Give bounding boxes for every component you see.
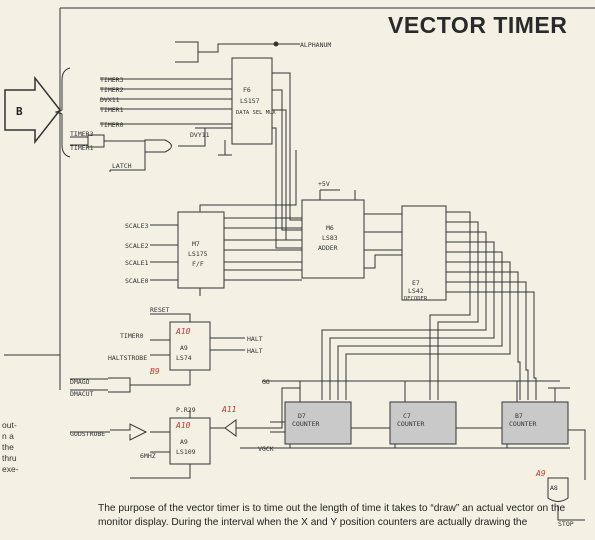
m7-ref: M7 — [192, 240, 200, 248]
latch-input-1: TIMER1 — [70, 144, 94, 152]
side-note-line: out- — [2, 420, 17, 430]
mux-input-1: TIMER2 — [100, 86, 124, 94]
latch-input-2: LATCH — [112, 162, 132, 170]
power-label: +5V — [318, 180, 330, 188]
f6-ref: F6 — [243, 86, 251, 94]
stop-label: STOP — [558, 520, 574, 528]
dmacut-label: DMACUT — [70, 390, 94, 398]
go-label: GO — [262, 378, 270, 386]
b7-ref: B7 — [515, 412, 523, 420]
frame-left-line — [4, 354, 61, 390]
side-note-line: exe- — [2, 464, 19, 474]
red-mark-2: A11 — [221, 405, 236, 414]
vgck-label: VGCK — [258, 445, 274, 453]
scale-input-1: SCALE1 — [125, 259, 149, 267]
a8-ref: A8 — [550, 484, 558, 492]
m7-func: F/F — [192, 260, 204, 268]
latch-gate-a — [87, 134, 105, 148]
gate-a8 — [547, 477, 569, 502]
godstrobe-buffer — [110, 423, 148, 441]
frame-top-line — [59, 7, 595, 28]
mux-input-4: TIMER0 — [100, 121, 124, 129]
arrow-b-label: B — [16, 105, 23, 118]
red-mark-4: A9 — [535, 469, 546, 478]
chip-d7 — [284, 401, 352, 445]
red-mark-0: A10 — [175, 327, 191, 336]
a9-part: LS74 — [176, 354, 192, 362]
chip-c7 — [389, 401, 457, 445]
m7-part: LS175 — [188, 250, 208, 258]
godstrobe-label: GODSTROBE — [70, 430, 105, 438]
f6-func: DATA SEL MUX — [236, 110, 276, 116]
d7-ref: D7 — [298, 412, 306, 420]
side-note-line: thru — [2, 453, 17, 463]
e7-part: LS42 — [408, 287, 424, 295]
c7-ref: C7 — [403, 412, 411, 420]
side-note-line: n a — [2, 431, 14, 441]
b7-func: COUNTER — [509, 420, 536, 428]
c7-func: COUNTER — [397, 420, 424, 428]
f6-part: LS157 — [240, 97, 260, 105]
e7-func: DECODER — [404, 296, 428, 302]
e7-ref: E7 — [412, 279, 420, 287]
dma-gate — [108, 377, 131, 393]
side-note-line: the — [2, 442, 14, 452]
red-mark-3: A10 — [175, 421, 191, 430]
input-arrow-b — [4, 75, 61, 145]
haltstrobe-label: HALTSTROBE — [108, 354, 147, 362]
scale-input-3: SCALE3 — [125, 222, 149, 230]
chip-b7 — [501, 401, 569, 445]
chip-e7 — [401, 205, 447, 301]
halt-bar-label: HALT — [247, 347, 263, 355]
halt-label: HALT — [247, 335, 263, 343]
m6-ref: M6 — [326, 224, 334, 232]
m6-part: LS83 — [322, 234, 338, 242]
m6-func: ADDER — [318, 244, 338, 252]
latch-gate-b — [144, 139, 172, 153]
mux-input-3: TIMER1 — [100, 106, 124, 114]
mux-input-5: DVY11 — [190, 131, 210, 139]
scale-input-2: SCALE2 — [125, 242, 149, 250]
scale-input-0: SCALE0 — [125, 277, 149, 285]
preset-label: P.R29 — [176, 406, 196, 414]
dmago-label: DMAGO — [70, 378, 90, 386]
caption-text: The purpose of the vector timer is to ti… — [98, 503, 566, 528]
timer0-b-label: TIMER0 — [120, 332, 144, 340]
a9-ref: A9 — [180, 344, 188, 352]
reset-label: RESET — [150, 306, 170, 314]
chip-f6 — [231, 57, 273, 145]
a9b-ref: A9 — [180, 438, 188, 446]
page-title: VECTOR TIMER — [388, 12, 568, 38]
inverter-a11 — [224, 419, 237, 437]
sixmhz-label: 6MHZ — [140, 452, 156, 460]
a9b-part: LS109 — [176, 448, 196, 456]
mux-input-2: DVX11 — [100, 96, 120, 104]
d7-func: COUNTER — [292, 420, 319, 428]
alphanum-label: ALPHANUM — [300, 41, 331, 49]
red-mark-1: B9 — [150, 367, 160, 376]
chip-m6 — [301, 199, 365, 279]
alphanum-gate — [175, 41, 199, 63]
side-note: out- n a the thru exe- — [2, 420, 62, 475]
mux-input-0: TIMER3 — [100, 76, 124, 84]
latch-input-0: TIMER3 — [70, 130, 94, 138]
